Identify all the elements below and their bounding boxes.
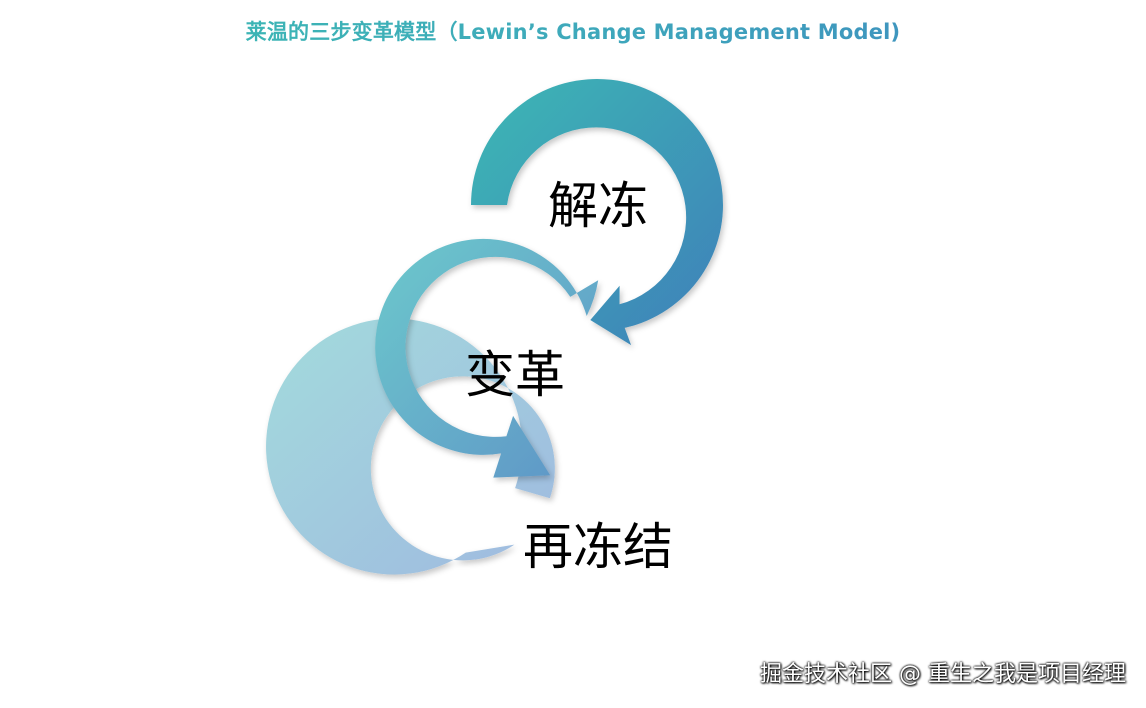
watermark-text: 掘金技术社区 @ 重生之我是项目经理	[760, 662, 1126, 687]
stage-label-refreeze: 再冻结	[523, 518, 673, 576]
stage-label-unfreeze: 解冻	[548, 177, 648, 235]
refreeze-arc	[266, 318, 555, 575]
unfreeze-arc	[471, 78, 724, 346]
unfreeze-ring	[471, 78, 724, 346]
diagram-title: 莱温的三步变革模型（Lewin’s Change Management Mode…	[0, 16, 1146, 46]
change-arc	[375, 238, 599, 478]
refreeze-ring	[266, 318, 555, 575]
change-ring	[375, 238, 599, 478]
stage-label-change: 变革	[465, 346, 565, 404]
